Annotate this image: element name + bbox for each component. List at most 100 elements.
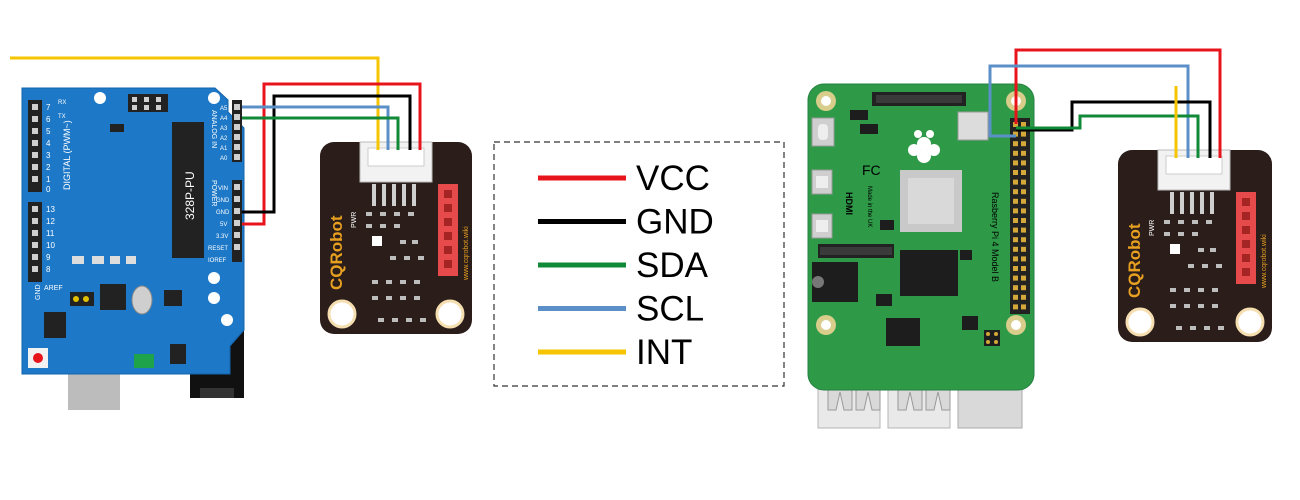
rx-label: RX — [58, 100, 66, 106]
sensor-left-url: www.cqrobot.wiki — [463, 226, 470, 281]
analog-header — [232, 100, 242, 162]
wires-arduino — [10, 56, 422, 226]
gpio-pin — [1021, 179, 1026, 185]
gpio-pin — [1013, 275, 1018, 281]
sensor-left-pwr: PWR — [351, 212, 358, 228]
wire-arduino-scl — [242, 105, 390, 150]
gpio-pin — [1021, 237, 1026, 243]
gpio-pin — [1013, 304, 1018, 310]
legend-label-sda: SDA — [636, 246, 709, 285]
wire-arduino-sda — [242, 116, 400, 150]
sensor-right-pcb — [1118, 150, 1272, 342]
gpio-pin — [1013, 256, 1018, 262]
digital-pin-label-5: 5 — [46, 127, 51, 136]
pi-fc-mark: FC — [862, 162, 881, 178]
arduino-uno-board: 7 6 5 4 3 2 1 0 13 12 11 10 9 8 TX RX DI… — [21, 87, 245, 410]
gpio-pin — [1013, 285, 1018, 291]
digital-pin-label-7: 7 — [46, 103, 51, 112]
digital-pin-label-1: 1 — [46, 175, 51, 184]
gpio-pin — [1021, 285, 1026, 291]
legend-label-vcc: VCC — [636, 159, 710, 198]
analog-pin-label-a1: A1 — [220, 146, 228, 152]
power-pin-label-5v: 5V — [220, 222, 227, 228]
power-pin-label-3v3: 3.3V — [216, 234, 228, 240]
gpio-pin — [1021, 304, 1026, 310]
gnd-label: GND — [35, 284, 42, 300]
sensor-module-right: CQRobot PWR www.cqrobot.wiki — [1118, 149, 1272, 342]
gpio-pin — [1021, 266, 1026, 271]
gpio-pin — [1021, 218, 1026, 223]
legend-label-scl: SCL — [636, 290, 704, 329]
digital-pin-label-10: 10 — [46, 241, 55, 250]
gpio-pin — [1013, 266, 1018, 271]
gpio-pin — [1021, 256, 1026, 262]
digital-pin-label-0: 0 — [46, 185, 51, 194]
aref-label: AREF — [44, 285, 63, 292]
gpio-pin — [1013, 179, 1018, 185]
wire-pi-gnd — [1016, 100, 1212, 158]
digital-pin-label-9: 9 — [46, 253, 51, 262]
gpio-pin — [1021, 160, 1026, 166]
gpio-pin — [1013, 246, 1018, 252]
gpio-pin — [1013, 208, 1018, 214]
wire-pi-scl — [988, 64, 1190, 158]
wire-pi-vcc — [1014, 48, 1222, 158]
analog-pin-label-a4: A4 — [220, 116, 228, 122]
digital-pin-label-6: 6 — [46, 115, 51, 124]
legend-border — [493, 141, 785, 387]
pi-made-in-label: Made in the UK — [866, 186, 872, 227]
gpio-pin — [1013, 198, 1018, 204]
wire-arduino-gnd — [242, 94, 412, 214]
gpio-pin — [1021, 122, 1026, 127]
gpio-pin — [1021, 246, 1026, 252]
wire-legend: VCC GND SDA SCL INT — [493, 141, 785, 387]
pi-model-label: Rasberry Pi 4 Model B — [990, 192, 1000, 282]
sensor-right-pwr: PWR — [1149, 220, 1156, 236]
sensor-right-brand: CQRobot — [1125, 223, 1144, 298]
sensor-right-red-header — [1236, 192, 1256, 284]
gpio-pin — [1021, 131, 1026, 137]
wires-raspberry-pi — [988, 48, 1222, 158]
digital-pin-label-12: 12 — [46, 217, 55, 226]
power-pin-label-gnd-2: GND — [216, 210, 230, 216]
gpio-pin — [1013, 227, 1018, 233]
digital-pin-label-8: 8 — [46, 265, 51, 274]
gpio-pin — [1013, 170, 1018, 175]
sensor-module-left: CQRobot PWR www.cqrobot.wiki — [320, 141, 472, 334]
analog-in-label: ANALOG IN — [210, 110, 217, 148]
raspberry-logo-icon — [908, 130, 940, 163]
digital-pin-label-2: 2 — [46, 163, 51, 172]
atmega-chip — [172, 122, 204, 258]
tx-label: TX — [58, 114, 66, 120]
gpio-pin — [1021, 170, 1026, 175]
power-pin-label-vin: VIN — [218, 186, 228, 192]
raspberry-pi-board: FC HDMI Made in the UK Rasberry Pi 4 Mod… — [807, 83, 1035, 429]
digital-pin-label-13: 13 — [46, 205, 55, 214]
digital-pin-label-3: 3 — [46, 151, 51, 160]
gpio-pin — [1013, 160, 1018, 166]
power-pin-label-gnd-1: GND — [216, 198, 230, 204]
gpio-pin — [1021, 141, 1026, 147]
wire-pi-sda — [1016, 114, 1200, 158]
legend-label-int: INT — [636, 333, 692, 372]
sensor-left-red-header — [438, 184, 458, 276]
digital-label: DIGITAL (PWM~) — [62, 120, 72, 190]
pi-hdmi-label: HDMI — [844, 192, 854, 215]
gpio-pin — [1013, 131, 1018, 137]
gpio-pin — [1021, 198, 1026, 204]
analog-pin-label-a5: A5 — [220, 106, 228, 112]
analog-pin-label-a0: A0 — [220, 156, 228, 162]
gpio-pin — [1013, 122, 1018, 127]
gpio-pin — [1013, 141, 1018, 147]
wire-arduino-vcc — [242, 82, 422, 226]
power-pin-label-ioref: IOREF — [208, 258, 227, 264]
digital-pin-label-11: 11 — [46, 229, 55, 238]
gpio-pin — [1021, 189, 1026, 195]
legend-label-gnd: GND — [636, 203, 714, 242]
gpio-pin — [1021, 208, 1026, 214]
chip-label: 328P-PU — [183, 171, 197, 220]
analog-pin-label-a2: A2 — [220, 136, 228, 142]
power-label: POWER — [210, 180, 217, 206]
pi-pcb — [807, 83, 1035, 391]
